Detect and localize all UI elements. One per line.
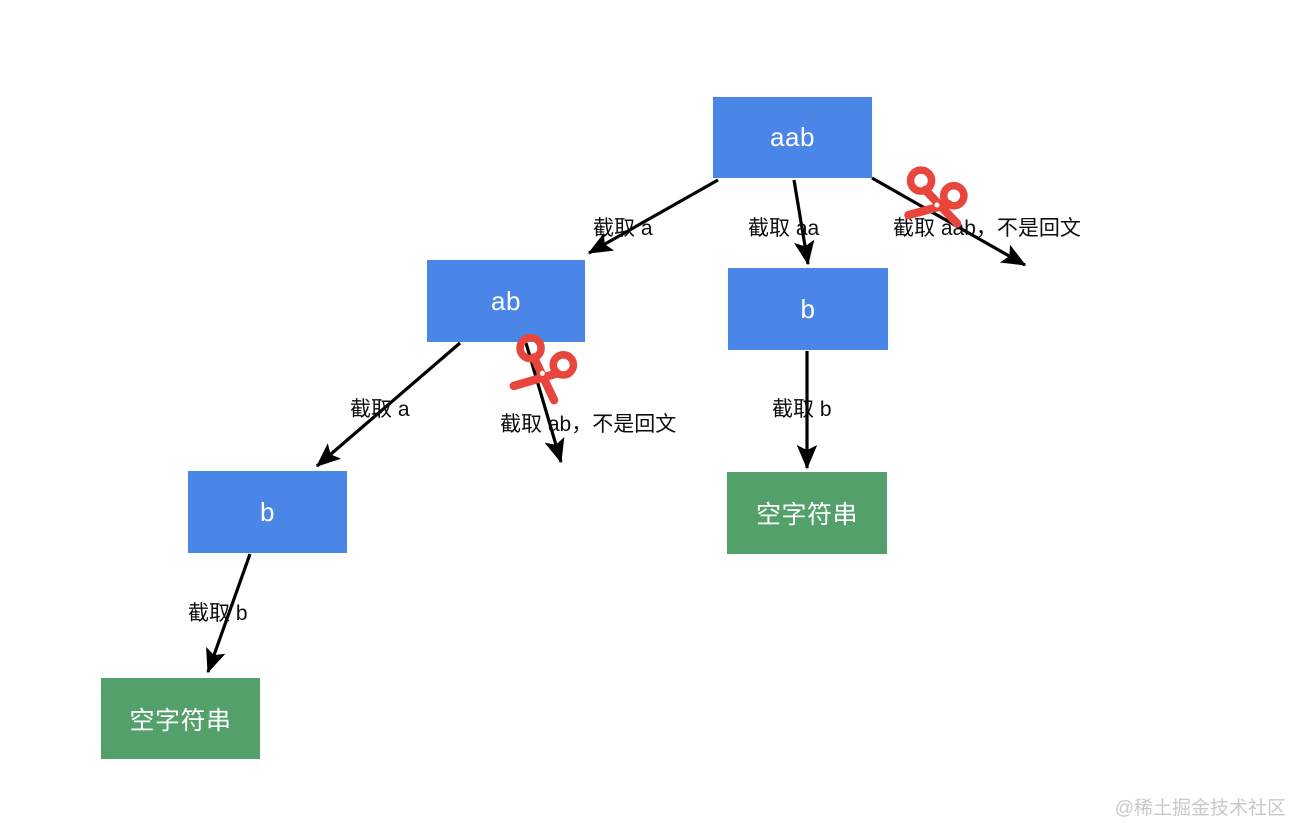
node-ab[interactable]: ab: [427, 260, 585, 342]
edge-label-root-cut: 截取 aab，不是回文: [893, 217, 1081, 240]
node-label: ab: [491, 285, 521, 316]
edge-label-root-b: 截取 aa: [748, 217, 820, 240]
node-b-right[interactable]: b: [728, 268, 888, 350]
edge-arrow: [792, 179, 815, 266]
scissors-icon: [895, 163, 979, 247]
node-label: b: [260, 496, 275, 527]
watermark: @稀土掘金技术社区: [1114, 798, 1286, 819]
edge-label-ab-cut: 截取 ab，不是回文: [500, 413, 677, 436]
scissors-icon: [502, 333, 586, 417]
edge-label-b-empty-right: 截取 b: [772, 398, 832, 421]
node-b-left[interactable]: b: [188, 471, 347, 553]
node-label: b: [800, 293, 816, 324]
edge-label-root-ab: 截取 a: [593, 217, 653, 240]
edge-arrow: [871, 176, 1027, 267]
node-label: 空字符串: [755, 501, 858, 529]
edge-arrow: [206, 553, 252, 674]
node-empty-string-right[interactable]: 空字符串: [727, 472, 887, 554]
edge-arrow: [315, 341, 462, 468]
node-empty-string-left[interactable]: 空字符串: [101, 678, 260, 759]
edge-label-b-empty-left: 截取 b: [188, 602, 248, 625]
node-label: aab: [770, 122, 815, 152]
edge-arrow: [587, 178, 719, 255]
node-label: 空字符串: [129, 706, 232, 735]
edge-arrow: [524, 342, 565, 464]
node-root[interactable]: aab: [713, 97, 872, 178]
edge-label-ab-b: 截取 a: [350, 398, 410, 421]
